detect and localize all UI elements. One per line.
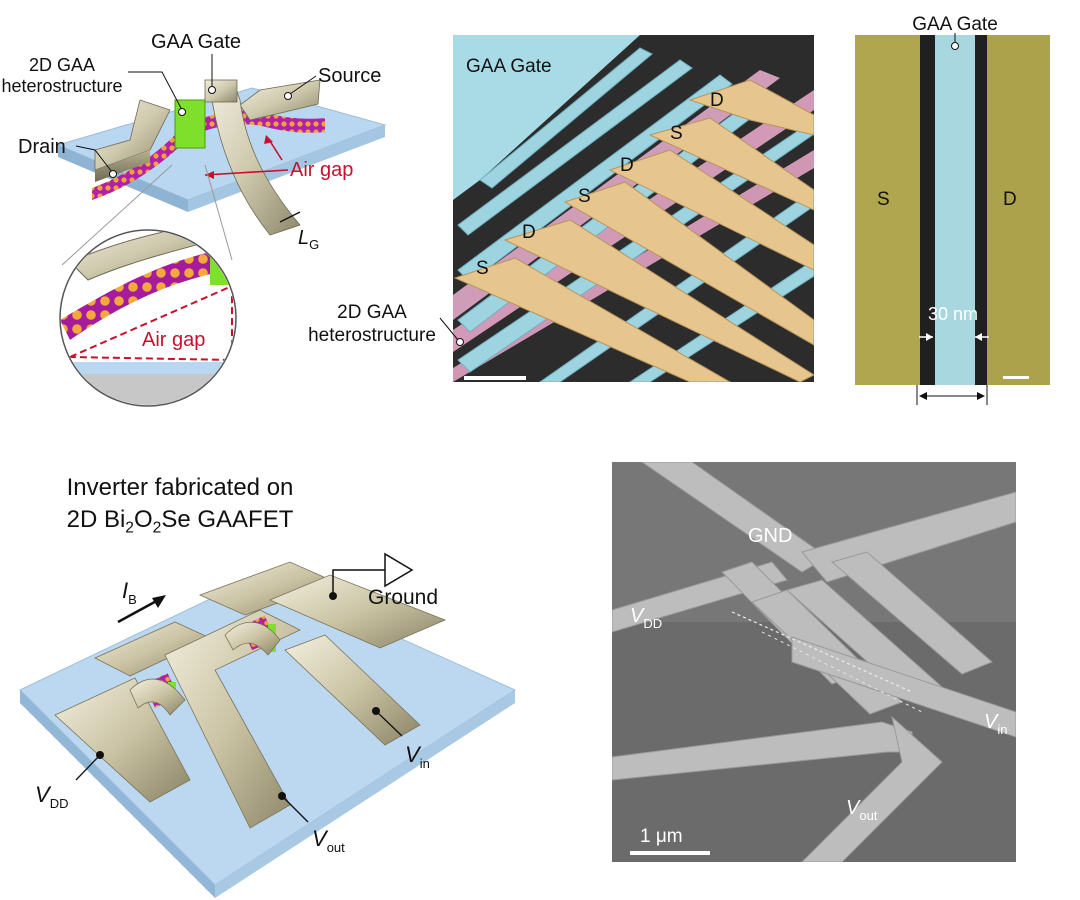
zoom-d-label: D (1003, 189, 1017, 210)
sem-gnd-label: GND (748, 525, 792, 547)
device-drain-label: Drain (18, 136, 66, 158)
device-hetero-label-1: 2D GAA (29, 55, 95, 75)
inverter-title-line-2: 2D Bi2O2Se GAAFET (66, 506, 294, 537)
sem-s-label-1: S (670, 123, 683, 144)
channel-block (174, 99, 206, 149)
device-source-label: Source (318, 65, 381, 87)
sem-s-label-2: S (578, 186, 591, 207)
zoom-scalebar (1003, 376, 1029, 379)
ground-label: Ground (368, 586, 438, 609)
heterostructure-ribbon (92, 110, 325, 200)
sem-d-label-1: D (710, 90, 724, 111)
inverter-vin-label: Vin (405, 742, 430, 771)
inset-air-gap-label: Air gap (142, 329, 205, 351)
inverter-illustration: IB Ground Vin VDD Vout (19, 552, 517, 898)
zoom-s-label: S (877, 189, 890, 210)
zoom-gap-label: 30 nm (928, 304, 978, 324)
sem-inverter-image: GND VDD Vin Vout 1 μm (612, 462, 1016, 862)
device-3d-panel: GAA Gate 2D GAA heterostructure Source D… (0, 0, 420, 420)
sem-vin-label: Vin (984, 711, 1007, 737)
sem-d-label-2: D (620, 155, 634, 176)
device-hetero-label-2: heterostructure (1, 76, 122, 96)
inverter-title-line-1: Inverter fabricated on (66, 474, 294, 501)
zoom-gate-label: GAA Gate (912, 14, 998, 35)
device-3d-illustration: GAA Gate 2D GAA heterostructure Source D… (1, 31, 387, 407)
source-electrode (239, 79, 321, 121)
sem-hetero-label-2: heterostructure (308, 325, 436, 346)
sem-hetero-label-1: 2D GAA (337, 302, 407, 323)
vin-line (791, 636, 1016, 738)
inverter-title: Inverter fabricated on 2D Bi2O2Se GAAFET (20, 472, 340, 544)
sem-inverter-scale-label: 1 μm (640, 826, 683, 847)
sem-array-panel: GAA Gate D S D S D S 2D GAA heterostruct… (290, 30, 830, 390)
gate-electrode (204, 85, 301, 236)
device-gate-label: GAA Gate (151, 31, 241, 53)
sem-vdd-label: VDD (630, 605, 662, 631)
ib-label: IB (122, 578, 137, 607)
device-lg-label: LG (298, 227, 319, 252)
sem-vout-label: Vout (846, 797, 878, 823)
sem-array-image: GAA Gate D S D S D S 2D GAA heterostruct… (308, 35, 814, 382)
ground-electrode (268, 574, 447, 649)
sem-inverter-panel: GND VDD Vin Vout 1 μm (612, 462, 1016, 862)
vdd-electrode (54, 677, 191, 803)
inverter-vout-label: Vout (312, 826, 345, 855)
inverter-vdd-label: VDD (35, 782, 68, 811)
sem-zoom-image: GAA Gate S D 30 nm (855, 14, 1050, 405)
sem-zoom-panel: GAA Gate S D 30 nm (845, 0, 1070, 420)
sem-array-scalebar (464, 376, 526, 380)
sem-inverter-scalebar (630, 851, 710, 855)
sem-s-label-3: S (476, 258, 489, 279)
device-air-gap-label: Air gap (290, 159, 353, 181)
sem-gate-label: GAA Gate (466, 56, 552, 77)
sem-d-label-3: D (522, 222, 536, 243)
ground-symbol (384, 552, 414, 588)
inverter-3d-panel: IB Ground Vin VDD Vout (0, 540, 520, 900)
